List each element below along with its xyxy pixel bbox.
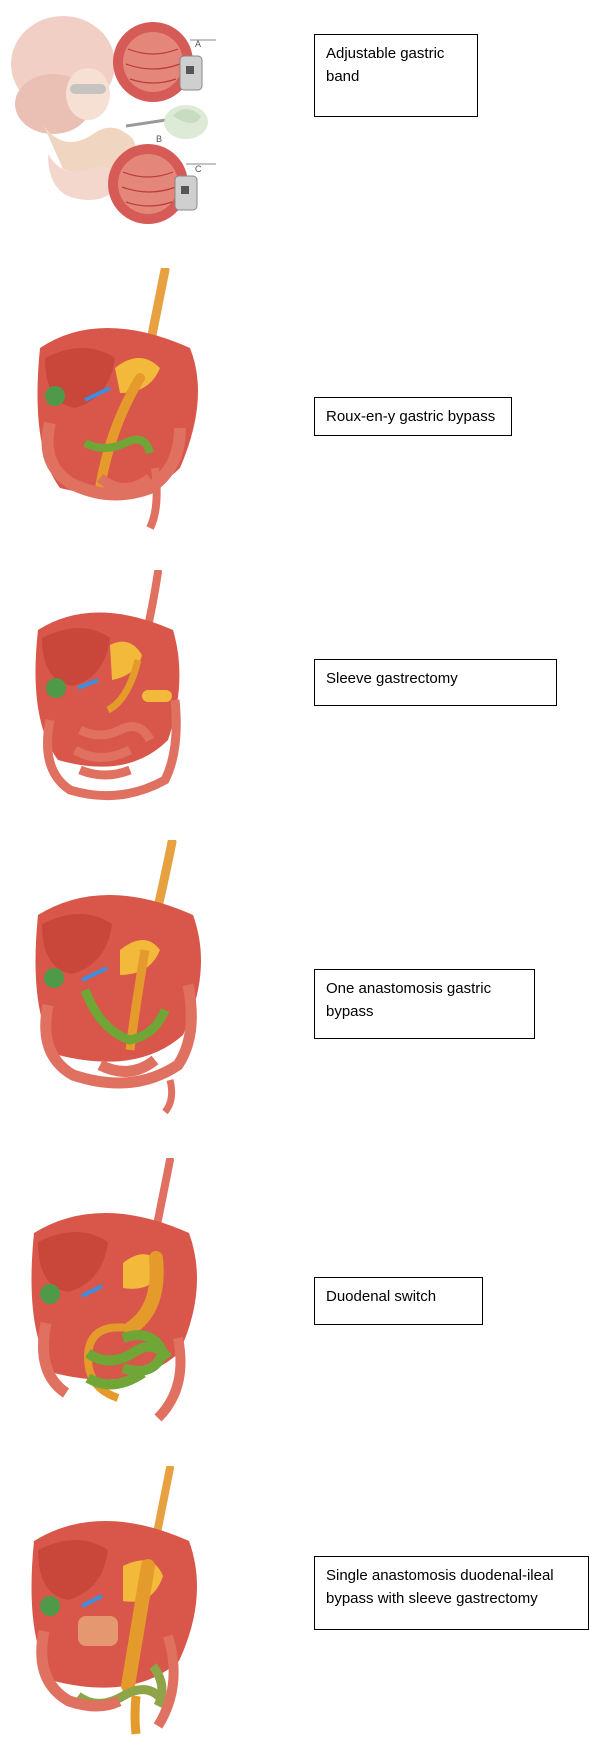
svg-text:C: C (195, 164, 202, 174)
svg-text:B: B (156, 134, 162, 144)
procedure-label-text: Roux-en-y gastric bypass (326, 408, 495, 425)
procedure-row-3: Sleeve gastrectomy (0, 570, 589, 810)
procedure-label-text: Sleeve gastrectomy (326, 670, 458, 687)
roux-en-y-bypass-illustration (30, 268, 210, 530)
procedure-label-5: Duodenal switch (314, 1277, 483, 1325)
sleeve-gastrectomy-illustration (30, 570, 190, 810)
svg-text:A: A (195, 39, 201, 49)
adjustable-gastric-band-illustration: A B C (8, 4, 220, 236)
procedure-label-1: Adjustable gastric band (314, 34, 478, 117)
one-anastomosis-bypass-illustration (30, 840, 210, 1115)
duodenal-switch-illustration (28, 1158, 208, 1433)
procedure-label-2: Roux-en-y gastric bypass (314, 397, 512, 436)
procedure-label-text: Duodenal switch (326, 1288, 436, 1305)
sadi-s-illustration (28, 1466, 208, 1736)
procedure-row-4: One anastomosis gastric bypass (0, 840, 589, 1120)
procedure-row-2: Roux-en-y gastric bypass (0, 268, 589, 538)
procedure-label-text: Single anastomosis duodenal-ileal bypass… (326, 1567, 554, 1607)
procedure-row-6: Single anastomosis duodenal-ileal bypass… (0, 1466, 589, 1738)
procedure-row-1: A B C Adjustable gastric band (0, 0, 589, 240)
procedure-label-4: One anastomosis gastric bypass (314, 969, 535, 1039)
procedure-label-6: Single anastomosis duodenal-ileal bypass… (314, 1556, 589, 1630)
procedure-row-5: Duodenal switch (0, 1158, 589, 1433)
procedure-label-text: One anastomosis gastric bypass (326, 980, 491, 1020)
procedure-label-3: Sleeve gastrectomy (314, 659, 557, 706)
procedure-label-text: Adjustable gastric band (326, 45, 444, 85)
